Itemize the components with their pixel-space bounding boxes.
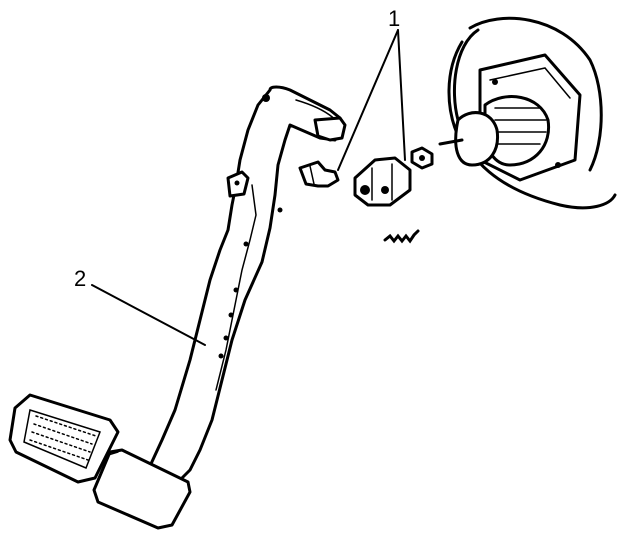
callout-1: 1 xyxy=(388,6,400,31)
pivot-pin xyxy=(298,160,340,188)
pedal-pad-left xyxy=(8,393,120,484)
callout-2: 2 xyxy=(74,266,86,291)
pedal-pad-right xyxy=(92,448,192,530)
brake-booster xyxy=(438,16,617,210)
retaining-clip xyxy=(383,229,420,244)
leader-lines xyxy=(91,29,406,346)
nut xyxy=(410,146,434,170)
pedal-arm xyxy=(148,85,347,482)
clevis xyxy=(353,156,412,207)
